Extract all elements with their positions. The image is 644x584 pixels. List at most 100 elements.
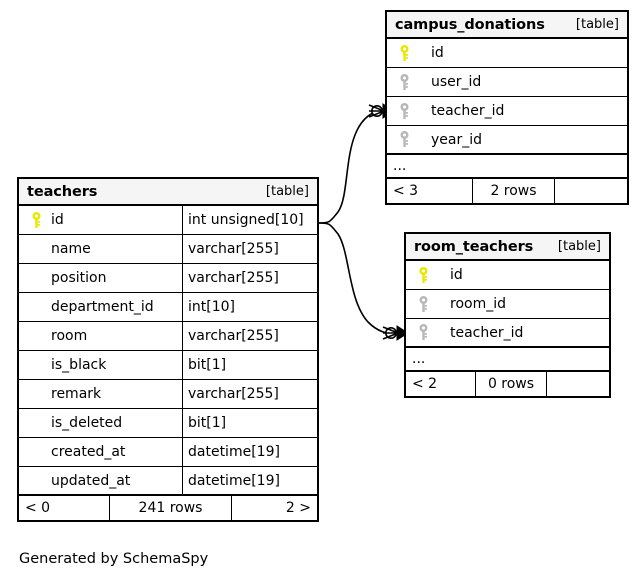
table-row[interactable]: id	[406, 261, 609, 290]
table-campus_donations-footer: < 3 2 rows	[387, 179, 627, 203]
table-campus_donations[interactable]: campus_donations [table] id user_id	[385, 10, 629, 205]
primary-key-icon	[25, 211, 47, 229]
column-type: int[10]	[182, 293, 317, 321]
column-type: int unsigned[10]	[182, 206, 317, 234]
table-row[interactable]: id int unsigned[10]	[19, 206, 317, 235]
more-columns-indicator: ...	[406, 348, 609, 372]
column-label: id	[51, 212, 64, 228]
row-count: 0 rows	[475, 372, 547, 396]
table-row[interactable]: room varchar[255]	[19, 322, 317, 351]
column-name-cell: is_black	[19, 351, 182, 379]
column-type: varchar[255]	[182, 380, 317, 408]
parent-count[interactable]: < 0	[25, 500, 51, 516]
table-row[interactable]: remark varchar[255]	[19, 380, 317, 409]
column-type: varchar[255]	[182, 322, 317, 350]
table-campus_donations-header: campus_donations [table]	[387, 12, 627, 39]
foreign-key-icon	[393, 102, 415, 120]
column-name-cell: remark	[19, 380, 182, 408]
column-name-cell: position	[19, 264, 182, 292]
child-count[interactable]	[547, 372, 609, 396]
column-name-cell: name	[19, 235, 182, 263]
column-name-cell: teacher_id	[387, 97, 627, 125]
table-teachers-header: teachers [table]	[19, 179, 317, 206]
table-row[interactable]: created_at datetime[19]	[19, 438, 317, 467]
table-row[interactable]: position varchar[255]	[19, 264, 317, 293]
relationship-teachers-room_teachers	[318, 222, 409, 341]
table-row[interactable]: year_id	[387, 126, 627, 155]
table-campus_donations-title: campus_donations	[395, 16, 545, 33]
table-teachers-tag: [table]	[265, 184, 309, 199]
column-label: id	[450, 267, 463, 283]
generated-by-caption: Generated by SchemaSpy	[19, 551, 209, 567]
zero-cardinality-marker	[370, 105, 383, 118]
table-teachers[interactable]: teachers [table] id int unsigned[10] nam…	[17, 177, 319, 522]
table-campus_donations-tag: [table]	[575, 17, 619, 32]
table-row[interactable]: department_id int[10]	[19, 293, 317, 322]
table-teachers-footer: < 0 241 rows 2 >	[19, 496, 317, 520]
column-name-cell: created_at	[19, 438, 182, 466]
table-row[interactable]: teacher_id	[387, 97, 627, 126]
table-room_teachers-title: room_teachers	[414, 238, 534, 255]
table-room_teachers-tag: [table]	[557, 239, 601, 254]
table-room_teachers-footer: < 2 0 rows	[406, 372, 609, 396]
column-type: bit[1]	[182, 409, 317, 437]
column-type: varchar[255]	[182, 264, 317, 292]
table-room_teachers-columns: id room_id teacher_id	[406, 261, 609, 348]
parent-count[interactable]: < 3	[393, 183, 419, 199]
table-row[interactable]: is_black bit[1]	[19, 351, 317, 380]
column-type: datetime[19]	[182, 438, 317, 466]
column-label: teacher_id	[450, 324, 524, 341]
column-label: is_deleted	[51, 415, 123, 431]
column-label: remark	[51, 386, 102, 402]
table-row[interactable]: name varchar[255]	[19, 235, 317, 264]
table-row[interactable]: teacher_id	[406, 319, 609, 348]
column-name-cell: id	[387, 39, 627, 67]
column-label: teacher_id	[431, 103, 505, 119]
column-name-cell: room_id	[406, 290, 609, 318]
column-label: department_id	[51, 299, 154, 315]
column-label: room_id	[450, 296, 506, 312]
child-count[interactable]: 2 >	[285, 500, 311, 516]
foreign-key-icon	[393, 131, 415, 148]
row-count: 241 rows	[109, 496, 232, 520]
column-name-cell: updated_at	[19, 467, 182, 494]
column-name-cell: room	[19, 322, 182, 350]
column-name-cell: id	[19, 206, 182, 234]
column-type: varchar[255]	[182, 235, 317, 263]
column-label: room	[51, 328, 88, 344]
relationship-teachers-campus_donations	[318, 103, 395, 224]
column-label: year_id	[431, 131, 483, 148]
table-row[interactable]: room_id	[406, 290, 609, 319]
table-teachers-columns: id int unsigned[10] name varchar[255] po…	[19, 206, 317, 496]
column-label: id	[431, 45, 444, 61]
column-label: name	[51, 241, 91, 257]
foreign-key-icon	[393, 73, 415, 91]
column-label: created_at	[51, 444, 126, 460]
row-count: 2 rows	[472, 179, 555, 203]
column-name-cell: teacher_id	[406, 319, 609, 346]
column-label: updated_at	[51, 472, 131, 489]
more-columns-indicator: ...	[387, 155, 627, 179]
table-campus_donations-columns: id user_id teacher_id	[387, 39, 627, 155]
column-type: bit[1]	[182, 351, 317, 379]
foreign-key-icon	[412, 324, 434, 341]
parent-count[interactable]: < 2	[412, 376, 438, 392]
column-label: user_id	[431, 74, 482, 90]
column-name-cell: department_id	[19, 293, 182, 321]
table-room_teachers-header: room_teachers [table]	[406, 234, 609, 261]
zero-cardinality-marker	[384, 326, 397, 339]
column-name-cell: year_id	[387, 126, 627, 153]
table-row[interactable]: is_deleted bit[1]	[19, 409, 317, 438]
table-room_teachers[interactable]: room_teachers [table] id room_id	[404, 232, 611, 398]
column-label: is_black	[51, 357, 107, 373]
table-teachers-title: teachers	[27, 183, 98, 200]
table-row[interactable]: updated_at datetime[19]	[19, 467, 317, 496]
table-row[interactable]: user_id	[387, 68, 627, 97]
primary-key-icon	[393, 44, 415, 62]
child-count[interactable]	[555, 179, 627, 203]
column-label: position	[51, 270, 107, 286]
table-row[interactable]: id	[387, 39, 627, 68]
column-name-cell: id	[406, 261, 609, 289]
column-name-cell: is_deleted	[19, 409, 182, 437]
